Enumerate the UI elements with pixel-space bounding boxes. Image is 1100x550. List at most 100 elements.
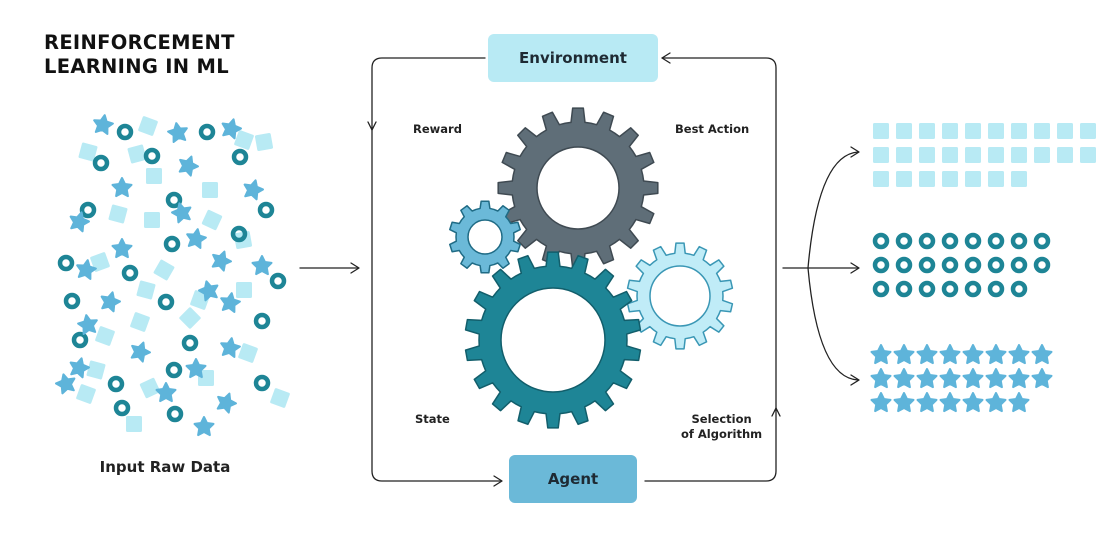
square-icon bbox=[108, 204, 128, 224]
square-icon bbox=[1011, 171, 1027, 187]
star-icon bbox=[962, 392, 984, 413]
ring-icon bbox=[941, 256, 959, 274]
square-icon bbox=[873, 123, 889, 139]
square-icon bbox=[137, 115, 159, 137]
star-icon bbox=[962, 344, 984, 365]
ring-icon bbox=[198, 123, 216, 141]
ring-icon bbox=[987, 232, 1005, 250]
star-icon bbox=[251, 255, 273, 276]
square-icon bbox=[254, 132, 274, 152]
output-branch-stars bbox=[807, 267, 859, 381]
star-icon bbox=[870, 368, 892, 389]
ring-icon bbox=[964, 280, 982, 298]
star-icon bbox=[127, 338, 154, 364]
square-icon bbox=[75, 383, 97, 405]
ring-icon bbox=[895, 256, 913, 274]
ring-icon bbox=[165, 361, 183, 379]
star-icon bbox=[985, 392, 1007, 413]
label-selection-line-2: of Algorithm bbox=[681, 427, 763, 441]
ring-icon bbox=[181, 334, 199, 352]
arrow-icon bbox=[850, 146, 860, 158]
star-icon bbox=[893, 392, 915, 413]
square-icon bbox=[1057, 123, 1073, 139]
ring-icon bbox=[253, 312, 271, 330]
star-icon bbox=[985, 344, 1007, 365]
square-icon bbox=[153, 259, 175, 281]
star-icon bbox=[66, 208, 92, 234]
square-icon bbox=[237, 342, 259, 364]
star-icon bbox=[218, 335, 243, 359]
star-icon bbox=[893, 368, 915, 389]
ring-icon bbox=[269, 272, 287, 290]
ring-icon bbox=[941, 280, 959, 298]
ring-icon bbox=[918, 256, 936, 274]
title-line-1: REINFORCEMENT bbox=[44, 31, 235, 54]
square-icon bbox=[873, 147, 889, 163]
square-icon bbox=[144, 212, 160, 228]
star-icon bbox=[91, 112, 116, 136]
square-icon bbox=[233, 129, 255, 151]
label-state: State bbox=[415, 412, 450, 426]
ring-icon bbox=[163, 235, 181, 253]
arrow-icon bbox=[661, 52, 671, 64]
star-icon bbox=[155, 382, 177, 403]
arrow-icon bbox=[771, 407, 781, 417]
arrow-icon bbox=[367, 121, 377, 131]
square-icon bbox=[1011, 147, 1027, 163]
label-best-action: Best Action bbox=[675, 122, 750, 136]
ring-icon bbox=[1033, 256, 1051, 274]
ring-icon bbox=[987, 280, 1005, 298]
star-icon bbox=[1008, 344, 1030, 365]
square-icon bbox=[1034, 123, 1050, 139]
square-icon bbox=[269, 387, 291, 409]
star-icon bbox=[1031, 368, 1053, 389]
label-selection-of-algorithm: Selection of Algorithm bbox=[681, 412, 762, 442]
square-icon bbox=[896, 171, 912, 187]
ring-icon bbox=[918, 232, 936, 250]
star-icon bbox=[916, 392, 938, 413]
square-icon bbox=[965, 171, 981, 187]
loop-path-agent-to-environment bbox=[644, 57, 777, 482]
star-icon bbox=[916, 368, 938, 389]
arrow-icon bbox=[350, 262, 360, 274]
ring-icon bbox=[57, 254, 75, 272]
star-icon bbox=[939, 392, 961, 413]
ring-icon bbox=[230, 225, 248, 243]
ring-icon bbox=[71, 331, 89, 349]
square-icon bbox=[988, 147, 1004, 163]
square-icon bbox=[919, 123, 935, 139]
ring-icon bbox=[107, 375, 125, 393]
output-squares-group bbox=[873, 123, 1096, 187]
gear-hub bbox=[500, 287, 606, 393]
title-line-2: LEARNING IN ML bbox=[44, 55, 229, 78]
ring-icon bbox=[1010, 256, 1028, 274]
ring-icon bbox=[895, 232, 913, 250]
square-icon bbox=[136, 280, 156, 300]
square-icon bbox=[139, 377, 161, 399]
star-icon bbox=[53, 370, 79, 396]
star-icon bbox=[916, 344, 938, 365]
environment-node: Environment bbox=[488, 34, 658, 82]
ring-icon bbox=[253, 374, 271, 392]
star-icon bbox=[962, 368, 984, 389]
square-icon bbox=[919, 147, 935, 163]
square-icon bbox=[919, 171, 935, 187]
ring-icon bbox=[895, 280, 913, 298]
arrow-icon bbox=[493, 475, 503, 487]
ring-icon bbox=[143, 147, 161, 165]
ring-icon bbox=[121, 264, 139, 282]
star-icon bbox=[1031, 344, 1053, 365]
ring-icon bbox=[92, 154, 110, 172]
square-icon bbox=[1080, 147, 1096, 163]
square-icon bbox=[896, 123, 912, 139]
gear-cluster bbox=[449, 107, 734, 429]
star-icon bbox=[893, 344, 915, 365]
ring-icon bbox=[257, 201, 275, 219]
star-icon bbox=[193, 416, 215, 437]
output-rings-group bbox=[872, 232, 1051, 298]
feedback-loop bbox=[299, 52, 860, 487]
star-icon bbox=[97, 288, 123, 314]
square-icon bbox=[988, 123, 1004, 139]
loop-path-environment-to-agent bbox=[371, 57, 501, 482]
